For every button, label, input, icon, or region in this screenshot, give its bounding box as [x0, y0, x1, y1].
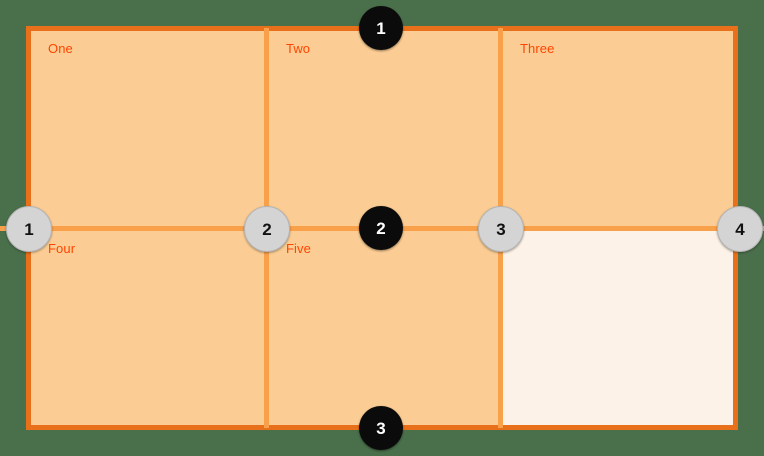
column-line-marker-2[interactable]: 2	[244, 206, 290, 252]
grid-area-label-one: One	[48, 41, 73, 56]
column-line-marker-1-label: 1	[24, 219, 34, 239]
grid-area-label-two: Two	[286, 41, 311, 56]
column-line-marker-4-label: 4	[735, 219, 745, 239]
row-line-marker-1-label: 1	[376, 18, 386, 38]
column-line-marker-1[interactable]: 1	[6, 206, 52, 252]
grid-area-label-three: Three	[520, 41, 555, 56]
row-line-marker-3[interactable]: 3	[359, 406, 403, 450]
grid-area-three[interactable]: Three	[500, 28, 736, 228]
grid-area-empty[interactable]	[500, 228, 736, 428]
grid-area-label-five: Five	[286, 241, 311, 256]
css-grid-overlay: One Two Three Four Five	[0, 26, 764, 430]
grid-area-one[interactable]: One	[28, 28, 266, 228]
column-line-marker-3[interactable]: 3	[478, 206, 524, 252]
column-line-marker-2-label: 2	[262, 219, 272, 239]
grid-area-label-four: Four	[48, 241, 76, 256]
column-line-marker-4[interactable]: 4	[717, 206, 763, 252]
row-line-marker-3-label: 3	[376, 418, 386, 438]
grid-area-four[interactable]: Four	[28, 228, 266, 428]
row-line-marker-2[interactable]: 2	[359, 206, 403, 250]
grid-area-five[interactable]: Five	[266, 228, 500, 428]
row-line-marker-1[interactable]: 1	[359, 6, 403, 50]
grid-area-two[interactable]: Two	[266, 28, 500, 228]
column-line-marker-3-label: 3	[496, 219, 506, 239]
row-line-marker-2-label: 2	[376, 218, 386, 238]
